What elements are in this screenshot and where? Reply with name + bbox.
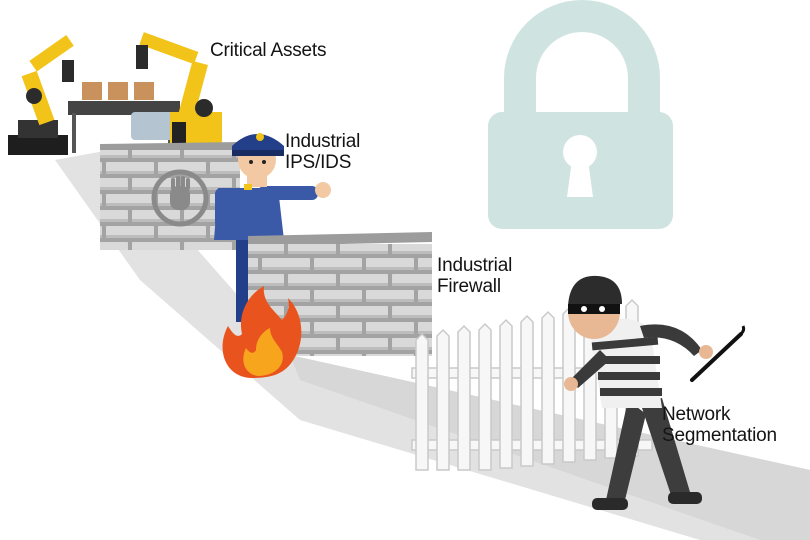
robot-arm-icon	[8, 35, 74, 155]
fire-icon	[222, 286, 302, 378]
critical-assets-label: Critical Assets	[210, 40, 327, 61]
firewall-label: Industrial Firewall	[437, 255, 513, 297]
padlock-icon	[488, 0, 673, 229]
segmentation-label: Network Segmentation	[662, 404, 777, 446]
crowbar-icon	[690, 325, 746, 382]
stop-hand-icon	[170, 176, 190, 210]
thief	[564, 275, 746, 510]
robot-arm-icon	[136, 32, 222, 146]
conveyor	[68, 82, 180, 153]
ips-ids-label: Industrial IPS/IDS	[285, 131, 361, 173]
police-officer	[214, 133, 331, 322]
